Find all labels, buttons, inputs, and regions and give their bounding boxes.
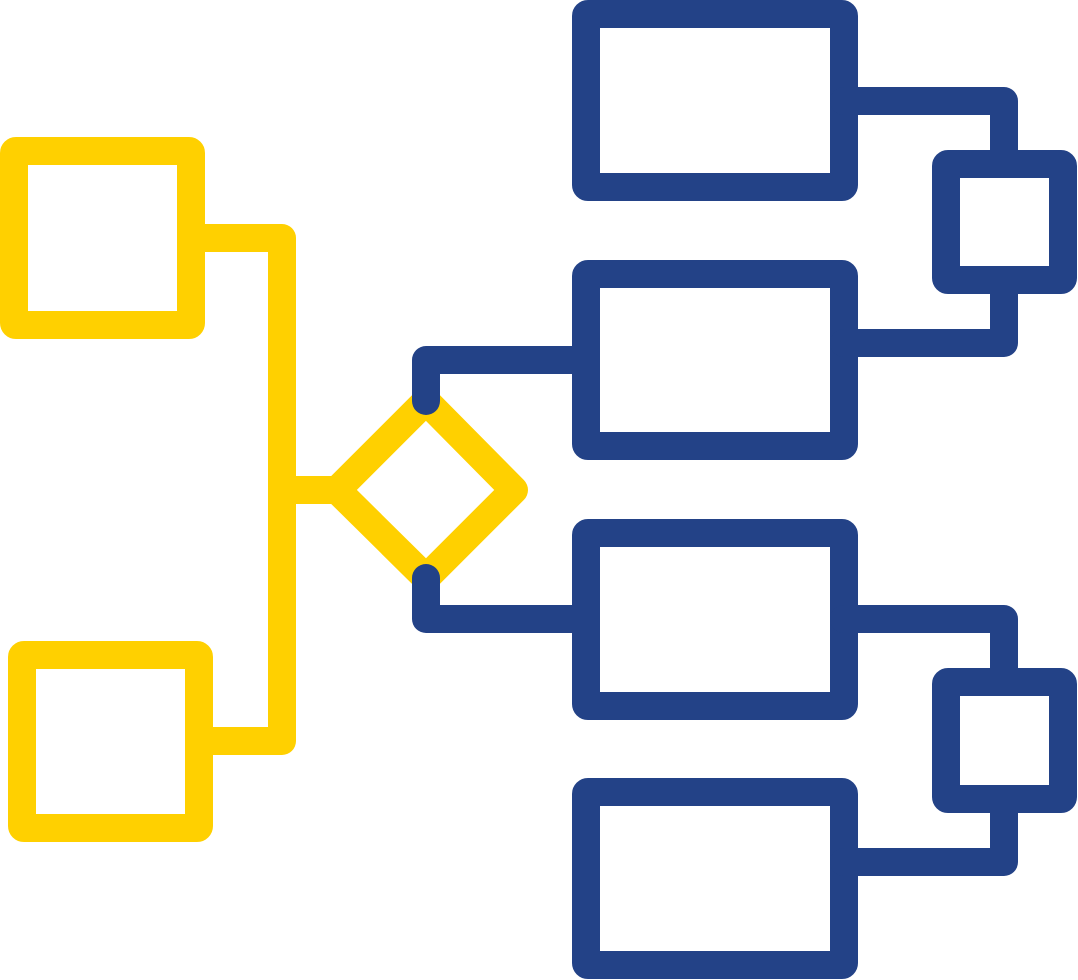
connector-box1-sub-top (830, 87, 1018, 178)
output-box-4 (572, 778, 858, 979)
connector-box3-sub-bottom (830, 605, 1018, 696)
connector-decision-down (412, 564, 600, 633)
sub-box-top (932, 150, 1077, 294)
output-box-1 (572, 0, 858, 201)
output-box-3 (572, 519, 858, 720)
decision-diamond (323, 387, 528, 592)
connector-top-input (177, 224, 296, 504)
input-box-top (0, 137, 205, 339)
sub-box-bottom (932, 668, 1077, 813)
output-box-2 (572, 260, 858, 460)
input-box-bottom (8, 641, 213, 842)
connector-decision-up (412, 346, 600, 415)
connector-bottom-input (185, 476, 296, 755)
connector-box4-sub-bottom (830, 785, 1018, 876)
output-group (412, 0, 1077, 979)
input-group (0, 137, 528, 842)
connector-box2-sub-top (830, 266, 1018, 357)
